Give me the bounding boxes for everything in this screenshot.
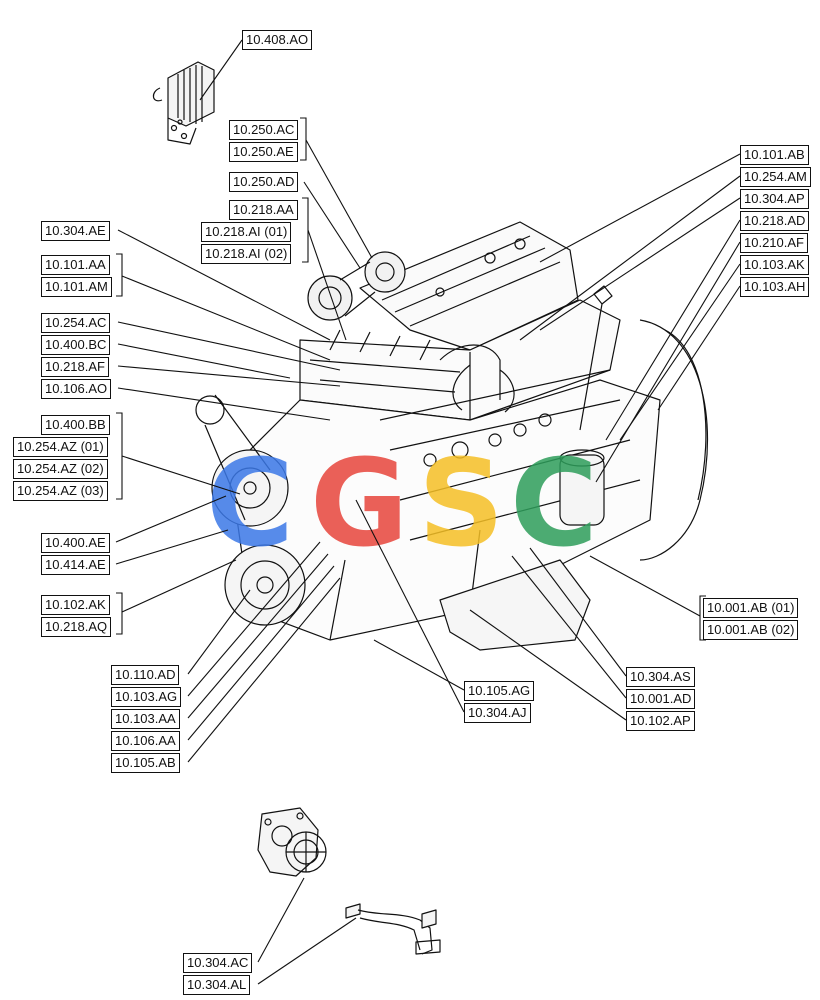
- watermark: C G S C: [206, 435, 598, 574]
- callout-10-106-AA[interactable]: 10.106.AA: [111, 731, 180, 751]
- callout-10-250-AD[interactable]: 10.250.AD: [229, 172, 299, 192]
- callout-10-218-AF[interactable]: 10.218.AF: [41, 357, 109, 377]
- callout-10-103-AK[interactable]: 10.103.AK: [740, 255, 809, 275]
- watermark-letter: C: [510, 435, 598, 574]
- callout-10-102-AP[interactable]: 10.102.AP: [626, 711, 695, 731]
- callout-10-400-BC[interactable]: 10.400.BC: [41, 335, 111, 355]
- callout-10-103-AA[interactable]: 10.103.AA: [111, 709, 180, 729]
- leader-lines: [115, 39, 741, 985]
- callout-10-250-AE[interactable]: 10.250.AE: [229, 142, 298, 162]
- suction-tube-drawing: [345, 903, 441, 955]
- callout-10-304-AJ[interactable]: 10.304.AJ: [464, 703, 531, 723]
- callout-10-304-AP[interactable]: 10.304.AP: [740, 189, 809, 209]
- callout-10-101-AM[interactable]: 10.101.AM: [41, 277, 112, 297]
- callout-10-218-AQ[interactable]: 10.218.AQ: [41, 617, 112, 637]
- callout-10-254-AM[interactable]: 10.254.AM: [740, 167, 811, 187]
- callout-10-254-AC[interactable]: 10.254.AC: [41, 313, 111, 333]
- callout-10-101-AB[interactable]: 10.101.AB: [740, 145, 809, 165]
- callout-10-103-AG[interactable]: 10.103.AG: [111, 687, 182, 707]
- callout-10-101-AA[interactable]: 10.101.AA: [41, 255, 110, 275]
- callout-10-106-AO[interactable]: 10.106.AO: [41, 379, 112, 399]
- callout-10-414-AE[interactable]: 10.414.AE: [41, 555, 110, 575]
- callout-10-304-AL[interactable]: 10.304.AL: [183, 975, 251, 995]
- callout-10-408-AO[interactable]: 10.408.AO: [242, 30, 313, 50]
- watermark-letter: S: [418, 435, 504, 574]
- callout-10-254-AZ-02[interactable]: 10.254.AZ (02): [13, 459, 108, 479]
- callout-10-218-AA[interactable]: 10.218.AA: [229, 200, 298, 220]
- callout-10-400-AE[interactable]: 10.400.AE: [41, 533, 110, 553]
- callout-10-304-AC[interactable]: 10.304.AC: [183, 953, 253, 973]
- callout-10-105-AB[interactable]: 10.105.AB: [111, 753, 180, 773]
- callout-10-400-BB[interactable]: 10.400.BB: [41, 415, 110, 435]
- oil-pump-drawing: [257, 807, 327, 877]
- callout-10-218-AI-02[interactable]: 10.218.AI (02): [201, 244, 292, 264]
- callout-10-254-AZ-03[interactable]: 10.254.AZ (03): [13, 481, 108, 501]
- callout-10-304-AS[interactable]: 10.304.AS: [626, 667, 695, 687]
- callout-10-001-AD[interactable]: 10.001.AD: [626, 689, 696, 709]
- callout-10-250-AC[interactable]: 10.250.AC: [229, 120, 299, 140]
- callout-10-102-AK[interactable]: 10.102.AK: [41, 595, 110, 615]
- callout-10-001-AB-02[interactable]: 10.001.AB (02): [703, 620, 799, 640]
- callout-10-304-AE[interactable]: 10.304.AE: [41, 221, 110, 241]
- callout-10-105-AG[interactable]: 10.105.AG: [464, 681, 535, 701]
- callout-10-110-AD[interactable]: 10.110.AD: [111, 665, 180, 685]
- watermark-letter: G: [310, 435, 409, 574]
- callout-10-254-AZ-01[interactable]: 10.254.AZ (01): [13, 437, 108, 457]
- watermark-letter: C: [206, 435, 294, 574]
- callout-10-218-AD[interactable]: 10.218.AD: [740, 211, 810, 231]
- oil-cooler-drawing: [152, 61, 215, 145]
- callout-10-210-AF[interactable]: 10.210.AF: [740, 233, 808, 253]
- callout-10-218-AI-01[interactable]: 10.218.AI (01): [201, 222, 292, 242]
- callout-10-001-AB-01[interactable]: 10.001.AB (01): [703, 598, 799, 618]
- callout-10-103-AH[interactable]: 10.103.AH: [740, 277, 810, 297]
